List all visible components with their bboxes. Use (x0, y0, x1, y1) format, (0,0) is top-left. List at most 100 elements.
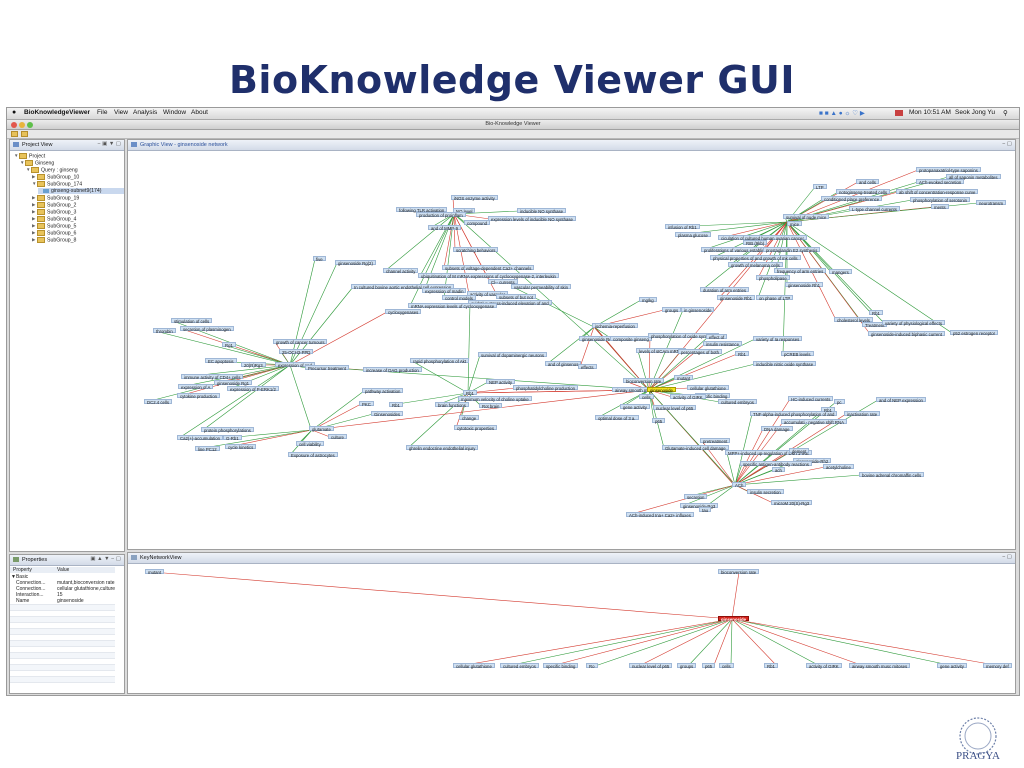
disclosure-icon[interactable]: ▶ (32, 230, 36, 236)
spotlight-icon[interactable]: ⚲ (1003, 110, 1008, 117)
close-window-button[interactable] (11, 121, 17, 128)
empty-property-row (10, 676, 115, 683)
empty-property-row (10, 634, 115, 641)
disclosure-icon[interactable]: ▼ (14, 153, 19, 159)
new-project-icon[interactable] (11, 131, 18, 137)
tree-item[interactable]: ginseng-subnet9(174) (38, 188, 124, 194)
menu-analysis[interactable]: Analysis (133, 109, 158, 116)
folder-icon (37, 174, 45, 180)
tree-item-label: SubGroup_10 (47, 174, 80, 181)
property-row[interactable]: ▼Basic (10, 574, 115, 580)
tree-item[interactable]: ▼ Query : ginseng (26, 167, 78, 173)
tree-item[interactable]: ▼ SubGroup_174 (32, 181, 82, 187)
property-value: ginsenoside (57, 598, 84, 604)
tree-item[interactable]: ▼ Project (14, 153, 45, 159)
menubar-clock[interactable]: Mon 10:51 AM (909, 109, 951, 116)
empty-property-row (10, 604, 115, 611)
properties-header: Properties ▣ ▲ ▼ − ▢ (10, 555, 124, 566)
tree-item[interactable]: ▶SubGroup_3 (32, 209, 76, 215)
window-title: Bio-Knowledge Viewer (485, 121, 541, 127)
app-window: ● BioKnowledgeViewer File View Analysis … (6, 107, 1020, 696)
empty-property-row (10, 682, 115, 689)
property-row[interactable]: Connection... mutant,bioconversion rate, (10, 580, 115, 586)
key-network-panel: KeyNetworkView − ▢ (127, 552, 1016, 694)
flag-icon[interactable] (895, 110, 903, 116)
empty-property-row (10, 664, 115, 671)
empty-property-row (10, 670, 115, 677)
graphic-view-title[interactable]: Graphic View - ginsenoside network (140, 142, 228, 148)
menu-file[interactable]: File (97, 109, 108, 116)
tree-item[interactable]: ▶SubGroup_8 (32, 237, 76, 243)
disclosure-icon[interactable]: ▶ (32, 174, 36, 180)
minimize-window-button[interactable] (19, 121, 25, 128)
tree-item-label: SubGroup_6 (47, 230, 77, 237)
menu-window[interactable]: Window (163, 109, 187, 116)
disclosure-icon[interactable]: ▶ (32, 195, 36, 201)
graphic-view-controls-icon[interactable]: − ▢ (1002, 141, 1012, 147)
menubar-user[interactable]: Seok Jong Yu (955, 109, 995, 116)
property-name: Interaction... (16, 592, 44, 598)
panel-controls-icon[interactable]: − ▣ ▼ ▢ (97, 141, 121, 147)
disclosure-icon[interactable]: ▼ (32, 181, 37, 187)
tree-item-label: SubGroup_19 (47, 195, 80, 202)
property-value: 15 (57, 592, 63, 598)
tree-item[interactable]: ▶ SubGroup_10 (32, 174, 79, 180)
apple-icon[interactable]: ● (12, 109, 17, 116)
properties-title[interactable]: Properties (22, 557, 48, 563)
folder-icon (19, 153, 27, 159)
mac-menubar: ● BioKnowledgeViewer File View Analysis … (7, 108, 1019, 120)
disclosure-icon[interactable]: ▶ (32, 237, 36, 243)
window-titlebar: Bio-Knowledge Viewer (7, 120, 1019, 130)
folder-icon (37, 237, 45, 243)
key-network-title[interactable]: KeyNetworkView (140, 555, 182, 561)
disclosure-icon[interactable]: ▶ (32, 209, 36, 215)
empty-property-row (10, 652, 115, 659)
empty-property-row (10, 628, 115, 635)
tree-item[interactable]: ▶ SubGroup_19 (32, 195, 79, 201)
open-folder-icon[interactable] (21, 131, 28, 137)
zoom-window-button[interactable] (27, 121, 33, 128)
app-menu[interactable]: BioKnowledgeViewer (24, 109, 90, 116)
property-value: mutant,bioconversion rate, (57, 580, 115, 586)
menu-about[interactable]: About (191, 109, 208, 116)
folder-icon (37, 230, 45, 236)
folder-icon (37, 209, 45, 215)
status-icons[interactable]: ■ ■ ▲ ● ☼ ♡ ▶ (819, 110, 865, 117)
pragya-logo: PRAGYA (956, 717, 1000, 762)
tree-item[interactable]: ▶SubGroup_2 (32, 202, 76, 208)
tree-item[interactable]: ▶ SubGroup_6 (32, 230, 76, 236)
disclosure-icon[interactable]: ▶ (32, 202, 36, 208)
empty-property-row (10, 616, 115, 623)
tree-item-label: Project (29, 153, 46, 160)
property-row[interactable]: Interaction... 15 (10, 592, 115, 598)
tree-item[interactable]: ▶SubGroup_5 (32, 223, 76, 229)
property-name: ▼Basic (11, 574, 29, 580)
disclosure-icon[interactable]: ▼ (26, 167, 31, 173)
property-name: Connection... (16, 580, 46, 586)
property-col-header: Property (13, 567, 32, 573)
disclosure-icon[interactable]: ▼ (20, 160, 25, 166)
disclosure-icon[interactable]: ▶ (32, 216, 36, 222)
tree-item[interactable]: ▶SubGroup_4 (32, 216, 76, 222)
tree-item[interactable]: ▼ Ginseng (20, 160, 54, 166)
properties-controls-icon[interactable]: ▣ ▲ ▼ − ▢ (90, 556, 121, 562)
folder-icon (37, 223, 45, 229)
project-view-header: Project View − ▣ ▼ ▢ (10, 140, 124, 151)
project-view-panel: Project View − ▣ ▼ ▢ ▼ Project ▼ Ginseng ▼ Qu… (9, 139, 125, 552)
main-toolbar (7, 130, 1019, 139)
property-row[interactable]: Connection...cellular glutathione,cultur… (10, 586, 115, 592)
value-col-header: Value (57, 567, 70, 573)
properties-icon (13, 557, 19, 562)
project-view-icon (13, 142, 19, 147)
menu-view[interactable]: View (114, 109, 128, 116)
folder-icon (37, 216, 45, 222)
empty-property-row (10, 610, 115, 617)
project-view-title[interactable]: Project View (22, 142, 53, 148)
tree-item-label: Query : ginseng (41, 167, 78, 174)
tree-item-label: Ginseng (35, 160, 55, 167)
key-network-controls-icon[interactable]: − ▢ (1002, 554, 1012, 560)
disclosure-icon[interactable]: ▶ (32, 223, 36, 229)
tree-item-label: SubGroup_174 (47, 181, 83, 188)
key-network-icon (131, 555, 137, 560)
